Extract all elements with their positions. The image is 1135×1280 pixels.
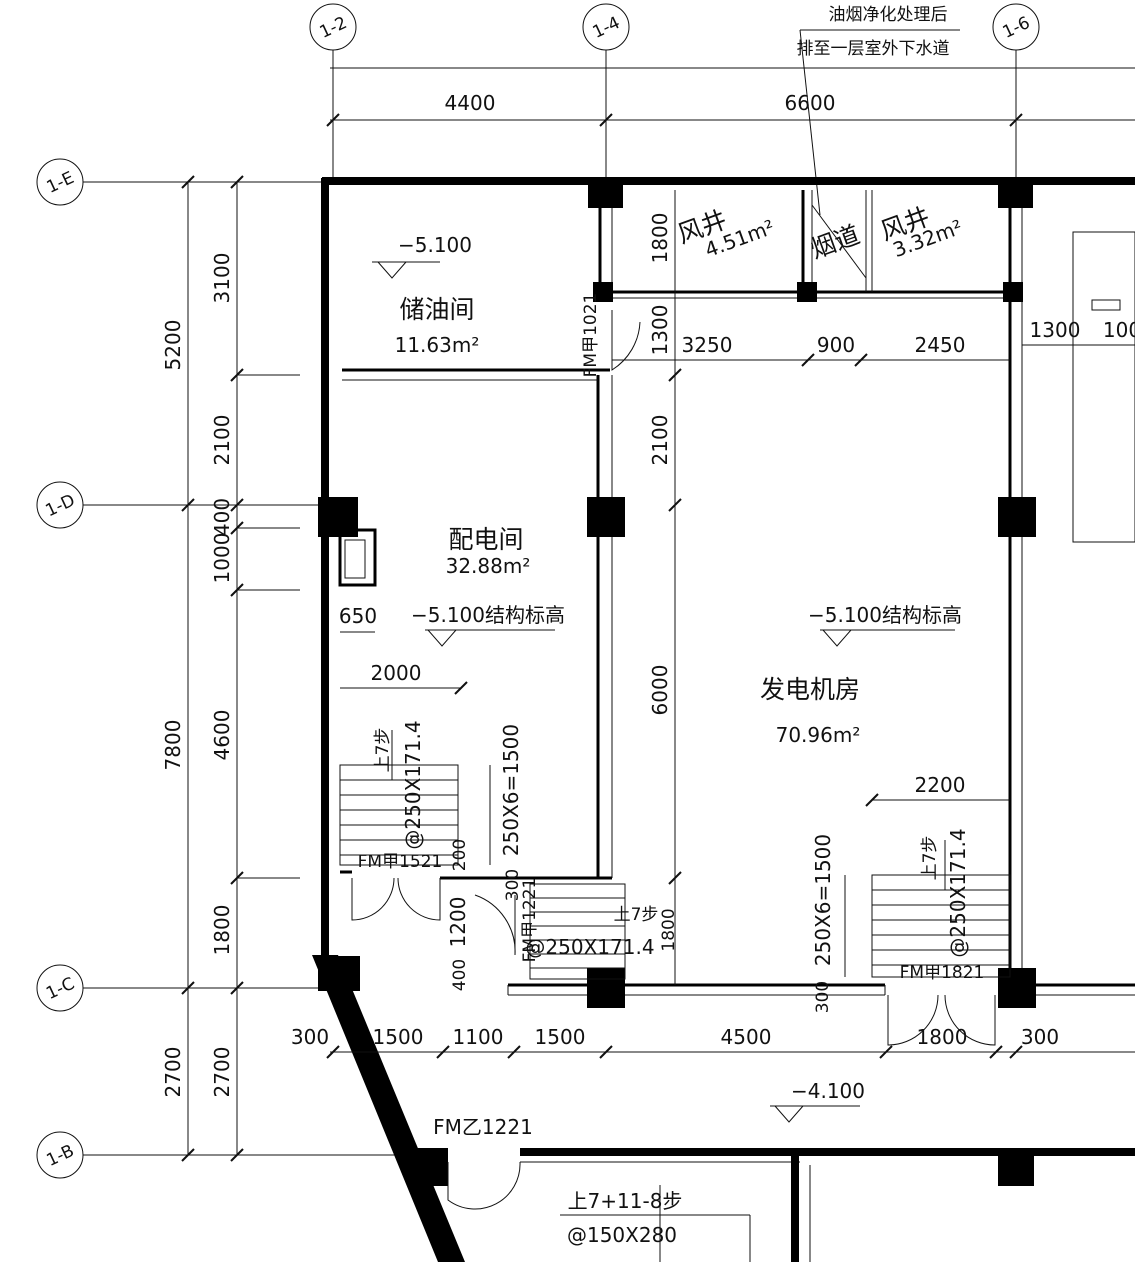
dim-bottom-1500-b: 1500: [535, 1025, 586, 1049]
stair-1: 上7步 @250X171.4 250X6=1500: [339, 720, 523, 866]
door-label-fm1221: FM甲1221: [520, 878, 540, 963]
dim-top-6600: 6600: [785, 91, 836, 115]
dim-2450: 2450: [915, 333, 966, 357]
dim-inner-1800: 1800: [210, 905, 234, 956]
door-label-fm1021: FM甲1021: [581, 293, 601, 378]
axis-label-1-6: 1-6: [1000, 13, 1034, 43]
dim-bottom-1100: 1100: [453, 1025, 504, 1049]
axis-label-1-B: 1-B: [44, 1141, 78, 1171]
dim-bottom-4500: 4500: [721, 1025, 772, 1049]
oil-room-area: 11.63m²: [395, 333, 480, 357]
dim-inner-1000: 1000: [210, 533, 234, 584]
oil-room-name: 储油间: [399, 295, 474, 324]
note-line-2: 排至一层室外下水道: [797, 39, 950, 59]
dim-300-a: 300: [503, 869, 523, 901]
dim-left-2700: 2700: [161, 1047, 185, 1098]
dim-2100-mid: 2100: [648, 415, 672, 466]
dim-bottom-1800: 1800: [917, 1025, 968, 1049]
dim-inner-3100: 3100: [210, 253, 234, 304]
gen-room-level: −5.100结构标高: [808, 603, 962, 627]
note-line-1: 油烟净化处理后: [829, 5, 948, 25]
dim-300-b: 300: [813, 981, 833, 1013]
dim-400: 400: [450, 959, 470, 991]
dim-bottom-300-left: 300: [291, 1025, 329, 1049]
dim-100-right: 100: [1103, 318, 1135, 342]
dist-room-level: −5.100结构标高: [411, 603, 565, 627]
dim-inner-4600: 4600: [210, 710, 234, 761]
gen-room-area: 70.96m²: [776, 723, 861, 747]
dim-2200: 2200: [915, 773, 966, 797]
axis-label-1-E: 1-E: [44, 168, 78, 198]
stair1-steps: 上7步: [373, 728, 393, 773]
corridor-level: −4.100: [791, 1079, 865, 1103]
dim-left-7800: 7800: [161, 720, 185, 771]
columns: [318, 178, 1036, 1186]
axis-label-1-2: 1-2: [317, 13, 351, 43]
door-label-fm-yi: FM乙1221: [433, 1115, 533, 1139]
dist-room-area: 32.88m²: [446, 554, 531, 578]
door-label-fm1521: FM甲1521: [358, 852, 443, 872]
door-fm1521: FM甲1521: [351, 852, 443, 921]
dim-900: 900: [817, 333, 855, 357]
dim-6000: 6000: [648, 665, 672, 716]
axis-label-1-C: 1-C: [43, 974, 78, 1004]
stair4-spec: @150X280: [567, 1223, 677, 1247]
dim-1300-right: 1300: [1030, 318, 1081, 342]
door-label-fm1821: FM甲1821: [900, 963, 985, 983]
stair2-steps: 上7步: [614, 905, 659, 925]
dim-inner-2700: 2700: [210, 1047, 234, 1098]
dim-2000: 2000: [371, 661, 422, 685]
dim-1800-door: 1800: [659, 908, 679, 951]
dist-room-name: 配电间: [448, 525, 523, 554]
stair3-run: 250X6=1500: [811, 834, 835, 966]
gen-room-name: 发电机房: [760, 675, 860, 704]
stair4-steps: 上7+11-8步: [568, 1189, 683, 1213]
dim-shaft-1800: 1800: [648, 213, 672, 264]
door-fm-yi-1221: FM乙1221: [433, 1115, 533, 1210]
axis-label-1-4: 1-4: [590, 13, 624, 43]
dim-bottom-300-right: 300: [1021, 1025, 1059, 1049]
stair-2: 上7步 @250X171.4: [525, 883, 659, 980]
dim-1300-mid: 1300: [648, 305, 672, 356]
flue-name: 烟道: [807, 220, 864, 264]
dim-bottom-1500-a: 1500: [373, 1025, 424, 1049]
stair3-spec: @250X171.4: [946, 828, 970, 957]
door-fm1221: FM甲1221: [474, 878, 540, 963]
dim-1200: 1200: [446, 897, 470, 948]
oil-room-level: −5.100: [398, 233, 472, 257]
dim-200: 200: [450, 839, 470, 871]
stair-4: 上7+11-8步 @150X280: [560, 1185, 751, 1262]
dim-3250: 3250: [682, 333, 733, 357]
stair-3: 上7步 @250X171.4 250X6=1500: [811, 828, 1011, 978]
stair1-spec: @250X171.4: [401, 720, 425, 849]
axis-label-1-D: 1-D: [43, 490, 79, 521]
stair3-steps: 上7步: [920, 836, 940, 881]
door-fm1821: FM甲1821: [887, 963, 996, 1046]
stair1-run: 250X6=1500: [499, 724, 523, 856]
stair2-spec: @250X171.4: [525, 935, 654, 959]
dim-top-4400: 4400: [445, 91, 496, 115]
dim-inner-2100: 2100: [210, 415, 234, 466]
dim-left-5200: 5200: [161, 320, 185, 371]
door-fm1021: FM甲1021: [581, 293, 641, 378]
dim-650: 650: [339, 604, 377, 628]
dim-inner-400: 400: [210, 498, 234, 536]
